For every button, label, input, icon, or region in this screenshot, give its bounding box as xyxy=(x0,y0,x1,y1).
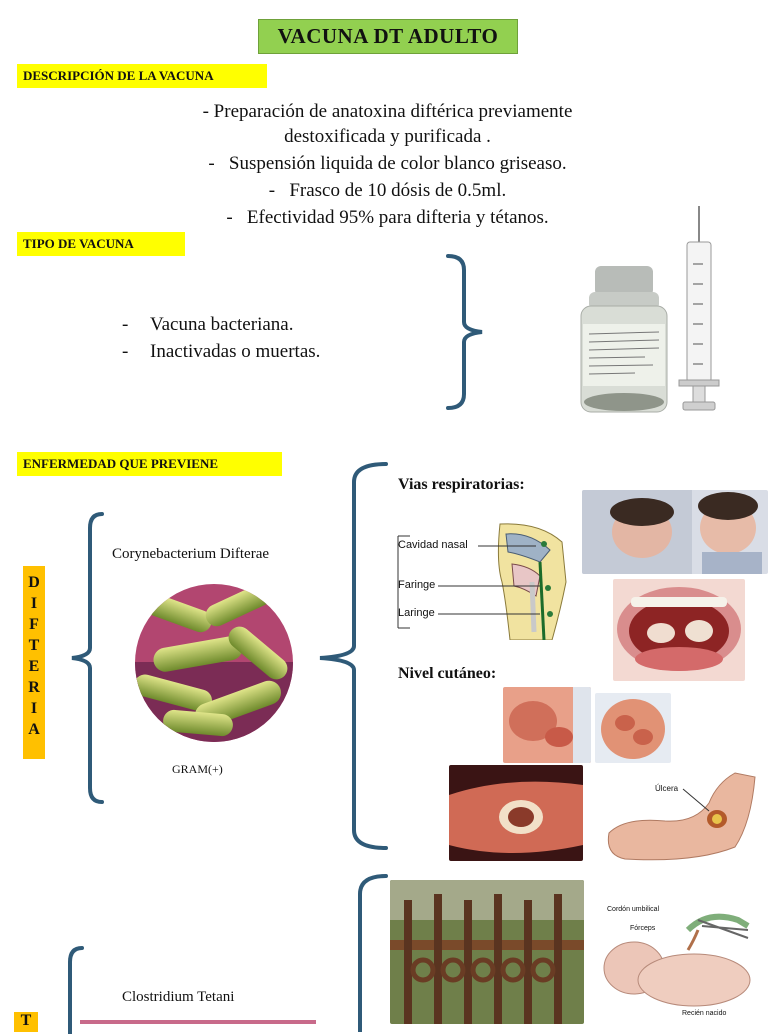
description-item-2: - Frasco de 10 dósis de 0.5ml. xyxy=(268,180,507,201)
description-line-2: destoxificada y purificada . xyxy=(284,126,491,147)
label-newborn: Recién nacido xyxy=(682,1010,727,1017)
description-line-1: - Preparación de anatoxina diftérica pre… xyxy=(202,101,573,122)
vaccine-type-item-1: -Vacuna bacteriana. xyxy=(122,314,294,335)
skin-ulcer-photo xyxy=(449,765,583,861)
newborn-illustration xyxy=(598,890,768,1024)
bracket-tetanus-left xyxy=(68,946,84,1034)
anatomy-label-nasal: Cavidad nasal xyxy=(398,539,468,551)
bracket-vaccine-type xyxy=(446,254,483,410)
corynebacterium-image xyxy=(135,584,293,742)
patient-photo-neck xyxy=(582,490,768,574)
bracket-diphtheria-left xyxy=(71,512,104,804)
foot-ulcer-illustration xyxy=(605,763,765,867)
skin-photo-2 xyxy=(595,693,671,763)
vaccine-type-heading: TIPO DE VACUNA xyxy=(17,232,185,256)
rusty-fence-photo xyxy=(390,880,584,1024)
vaccine-type-item-2: -Inactivadas o muertas. xyxy=(122,341,321,362)
anatomy-label-pharynx: Faringe xyxy=(398,579,436,591)
throat-photo xyxy=(613,579,745,681)
respiratory-anatomy-diagram xyxy=(397,523,567,640)
skin-photo-1 xyxy=(503,687,591,763)
description-heading: DESCRIPCIÓN DE LA VACUNA xyxy=(17,64,267,88)
page-title: VACUNA DT ADULTO xyxy=(258,19,518,54)
anatomy-label-larynx: Laringe xyxy=(398,607,435,619)
gram-label: GRAM(+) xyxy=(172,762,223,776)
tetanus-bacterium-image xyxy=(80,1020,316,1024)
prevents-heading: ENFERMEDAD QUE PREVIENE xyxy=(17,452,282,476)
vaccine-vial-image xyxy=(580,206,720,413)
description-item-3: - Efectividad 95% para difteria y tétano… xyxy=(226,207,549,228)
cutaneous-heading: Nivel cutáneo: xyxy=(398,665,497,682)
label-forceps: Fórceps xyxy=(630,925,656,932)
respiratory-heading: Vias respiratorias: xyxy=(398,476,525,493)
bracket-diphtheria-symptoms xyxy=(319,462,388,850)
diphtheria-bacterium-label: Corynebacterium Difterae xyxy=(112,546,270,562)
diphtheria-vertical-label: D I F T E R I A xyxy=(23,566,45,759)
description-item-1: - Suspensión liquida de color blanco gri… xyxy=(208,153,567,174)
ulcer-label: Úlcera xyxy=(655,784,679,793)
label-umbilical-cord: Cordón umbilical xyxy=(607,906,660,913)
tetanus-bacterium-label: Clostridium Tetani xyxy=(122,989,235,1005)
tetanus-vertical-label: T xyxy=(14,1012,38,1032)
bracket-tetanus-symptoms xyxy=(358,874,388,1032)
